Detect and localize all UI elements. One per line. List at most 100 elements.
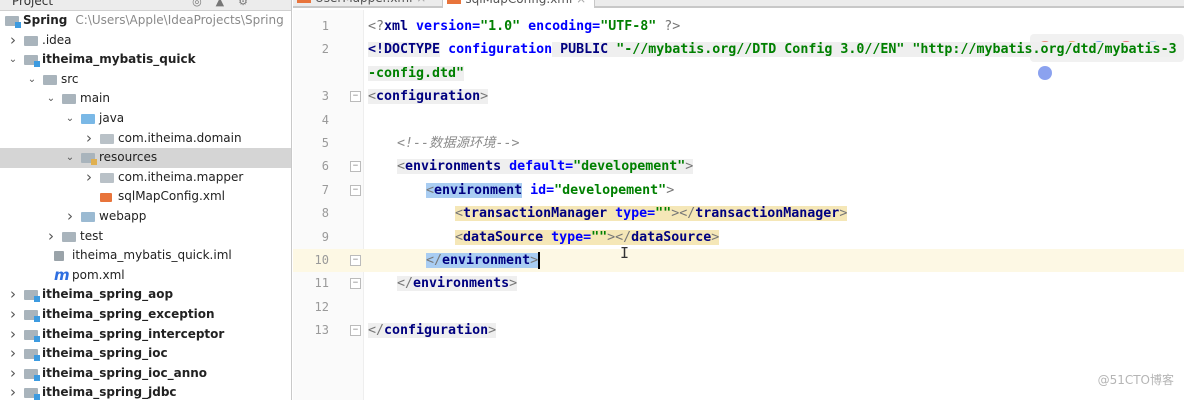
browser-icon[interactable] <box>1038 66 1052 80</box>
chevron-right-icon[interactable]: › <box>10 30 16 49</box>
code-text[interactable]: <transactionManager type=""></transactio… <box>364 202 1184 225</box>
code-line[interactable]: 5 <!--数据源环境--> <box>293 132 1184 155</box>
code-text[interactable] <box>364 296 1184 319</box>
tree-item[interactable]: ⌄src <box>0 70 291 90</box>
tree-item-label-wrap: pom.xml <box>72 266 125 286</box>
tree-item-label-wrap: itheima_spring_ioc_anno <box>42 364 207 384</box>
tree-item[interactable]: ›itheima_spring_jdbc <box>0 383 291 400</box>
chevron-down-icon[interactable]: ⌄ <box>27 73 37 85</box>
code-token: < <box>368 89 377 105</box>
panel-title[interactable]: Project <box>12 0 54 8</box>
code-token: configuration <box>384 323 489 339</box>
chevron-right-icon[interactable]: › <box>10 383 16 400</box>
tree-item[interactable]: › itheima_spring_ioc_anno <box>0 363 291 384</box>
fold-close-icon[interactable]: − <box>350 325 361 337</box>
close-icon[interactable]: × <box>576 0 586 6</box>
tree-item[interactable]: ›.idea <box>0 30 291 51</box>
code-token: </ <box>426 253 443 269</box>
close-icon[interactable]: × <box>416 0 426 5</box>
code-line[interactable]: 6−<environments default="developement"> <box>293 155 1184 178</box>
code-line[interactable]: 12 <box>293 296 1184 319</box>
code-token: > <box>480 89 489 105</box>
chevron-right-icon[interactable]: › <box>10 285 16 304</box>
tree-item[interactable]: ⌄java <box>0 109 291 129</box>
fold-open-icon[interactable]: − <box>350 184 361 196</box>
line-number: 5 <box>321 136 329 151</box>
code-token: dataSource <box>463 229 544 245</box>
fold-open-icon[interactable]: − <box>350 91 361 103</box>
code-text[interactable]: <!DOCTYPE configuration PUBLIC "-//mybat… <box>364 38 1184 85</box>
tree-item[interactable]: ›com.itheima.domain <box>0 128 291 149</box>
code-text[interactable] <box>364 109 1184 132</box>
code-token: > <box>711 229 720 245</box>
chevron-right-icon[interactable]: › <box>10 305 16 323</box>
code-token: dataSource <box>631 229 712 245</box>
code-text[interactable]: </environments> <box>364 272 1184 295</box>
code-text[interactable]: </environment> <box>364 249 1184 273</box>
code-token: <!--数据源环境--> <box>397 136 520 152</box>
chevron-right-icon[interactable]: › <box>10 324 16 343</box>
tree-item-label-wrap: itheima_spring_interceptor <box>42 325 224 345</box>
tree-item[interactable]: sqlMapConfig.xml <box>0 187 291 207</box>
module-icon <box>24 349 40 362</box>
module-icon <box>24 368 40 381</box>
code-line[interactable]: 4 <box>293 109 1184 132</box>
tree-item[interactable]: › itheima_spring_interceptor <box>0 324 291 345</box>
code-text[interactable]: <?xml version="1.0" encoding="UTF-8" ?> <box>364 15 1184 38</box>
gutter-cell: 7− <box>293 179 364 202</box>
tab-usermapper-xml[interactable]: UserMapper.xml × <box>293 0 434 8</box>
tree-item[interactable]: ›test <box>0 226 291 247</box>
project-panel-header: Project ◎▲⚙ <box>0 0 291 11</box>
tree-item[interactable]: ⌄resources <box>0 148 291 168</box>
code-text[interactable]: <environment id="developement"> <box>364 179 1184 202</box>
tab-label: UserMapper.xml <box>315 0 412 5</box>
chevron-right-icon[interactable]: › <box>86 128 92 147</box>
tree-item[interactable]: itheima_mybatis_quick.iml <box>0 246 291 266</box>
chevron-down-icon[interactable]: ⌄ <box>8 54 18 66</box>
panel-tools[interactable]: ◎▲⚙ <box>192 0 262 8</box>
code-text[interactable]: <configuration> <box>364 85 1184 108</box>
code-line[interactable]: 2<!DOCTYPE configuration PUBLIC "-//myba… <box>293 38 1184 85</box>
tree-item[interactable]: ›webapp <box>0 207 291 227</box>
code-line[interactable]: 7−<environment id="developement"> <box>293 179 1184 202</box>
tree-item[interactable]: ›itheima_spring_exception <box>0 305 291 325</box>
line-number: 7 <box>321 182 329 197</box>
code-line[interactable]: 3−<configuration> <box>293 85 1184 108</box>
tree-item[interactable]: › com.itheima.mapper <box>0 167 291 188</box>
chevron-right-icon[interactable]: › <box>67 207 73 225</box>
chevron-right-icon[interactable]: › <box>86 167 92 186</box>
code-line[interactable]: 11−</environments> <box>293 272 1184 295</box>
tree-item[interactable]: ›itheima_spring_ioc <box>0 344 291 364</box>
fold-open-icon[interactable]: − <box>350 161 361 173</box>
gutter-cell: 10− <box>293 249 364 273</box>
code-text[interactable]: </configuration> <box>364 319 1184 342</box>
chevron-right-icon[interactable]: › <box>10 363 16 382</box>
tree-item[interactable]: ›itheima_spring_aop <box>0 285 291 305</box>
code-line[interactable]: 8<transactionManager type=""></transacti… <box>293 202 1184 225</box>
tree-item[interactable]: ⌄itheima_mybatis_quick <box>0 50 291 70</box>
code-text[interactable]: <dataSource type=""></dataSource> <box>364 226 1184 249</box>
tree-item-label-wrap: com.itheima.mapper <box>118 168 243 188</box>
chevron-right-icon[interactable]: › <box>10 344 16 363</box>
code-text[interactable]: <!--数据源环境--> <box>364 132 1184 155</box>
code-line[interactable]: 13 −</configuration> <box>293 319 1184 342</box>
code-line[interactable]: 9<dataSource type=""></dataSource> <box>293 226 1184 249</box>
chevron-down-icon[interactable]: ⌄ <box>46 93 56 105</box>
chevron-down-icon[interactable]: ⌄ <box>65 152 75 164</box>
code-line[interactable]: 10−</environment> <box>293 249 1184 273</box>
tree-item-label: itheima_mybatis_quick.iml <box>72 248 232 263</box>
code-line[interactable]: 1<?xml version="1.0" encoding="UTF-8" ?> <box>293 15 1184 38</box>
tab-sqlmapconfig-xml[interactable]: sqlMapConfig.xml × <box>442 0 596 8</box>
tab-label: sqlMapConfig.xml <box>465 0 572 6</box>
fold-close-icon[interactable]: − <box>350 255 361 267</box>
fold-close-icon[interactable]: − <box>350 278 361 290</box>
code-area[interactable]: 1<?xml version="1.0" encoding="UTF-8" ?>… <box>293 10 1184 343</box>
chevron-down-icon[interactable]: ⌄ <box>65 113 75 124</box>
chevron-right-icon[interactable]: › <box>48 226 54 245</box>
code-text[interactable]: <environments default="developement"> <box>364 155 1184 178</box>
line-number: 13 <box>314 323 329 338</box>
code-editor[interactable]: 1<?xml version="1.0" encoding="UTF-8" ?>… <box>293 10 1184 400</box>
tree-item[interactable]: ⌄main <box>0 89 291 109</box>
